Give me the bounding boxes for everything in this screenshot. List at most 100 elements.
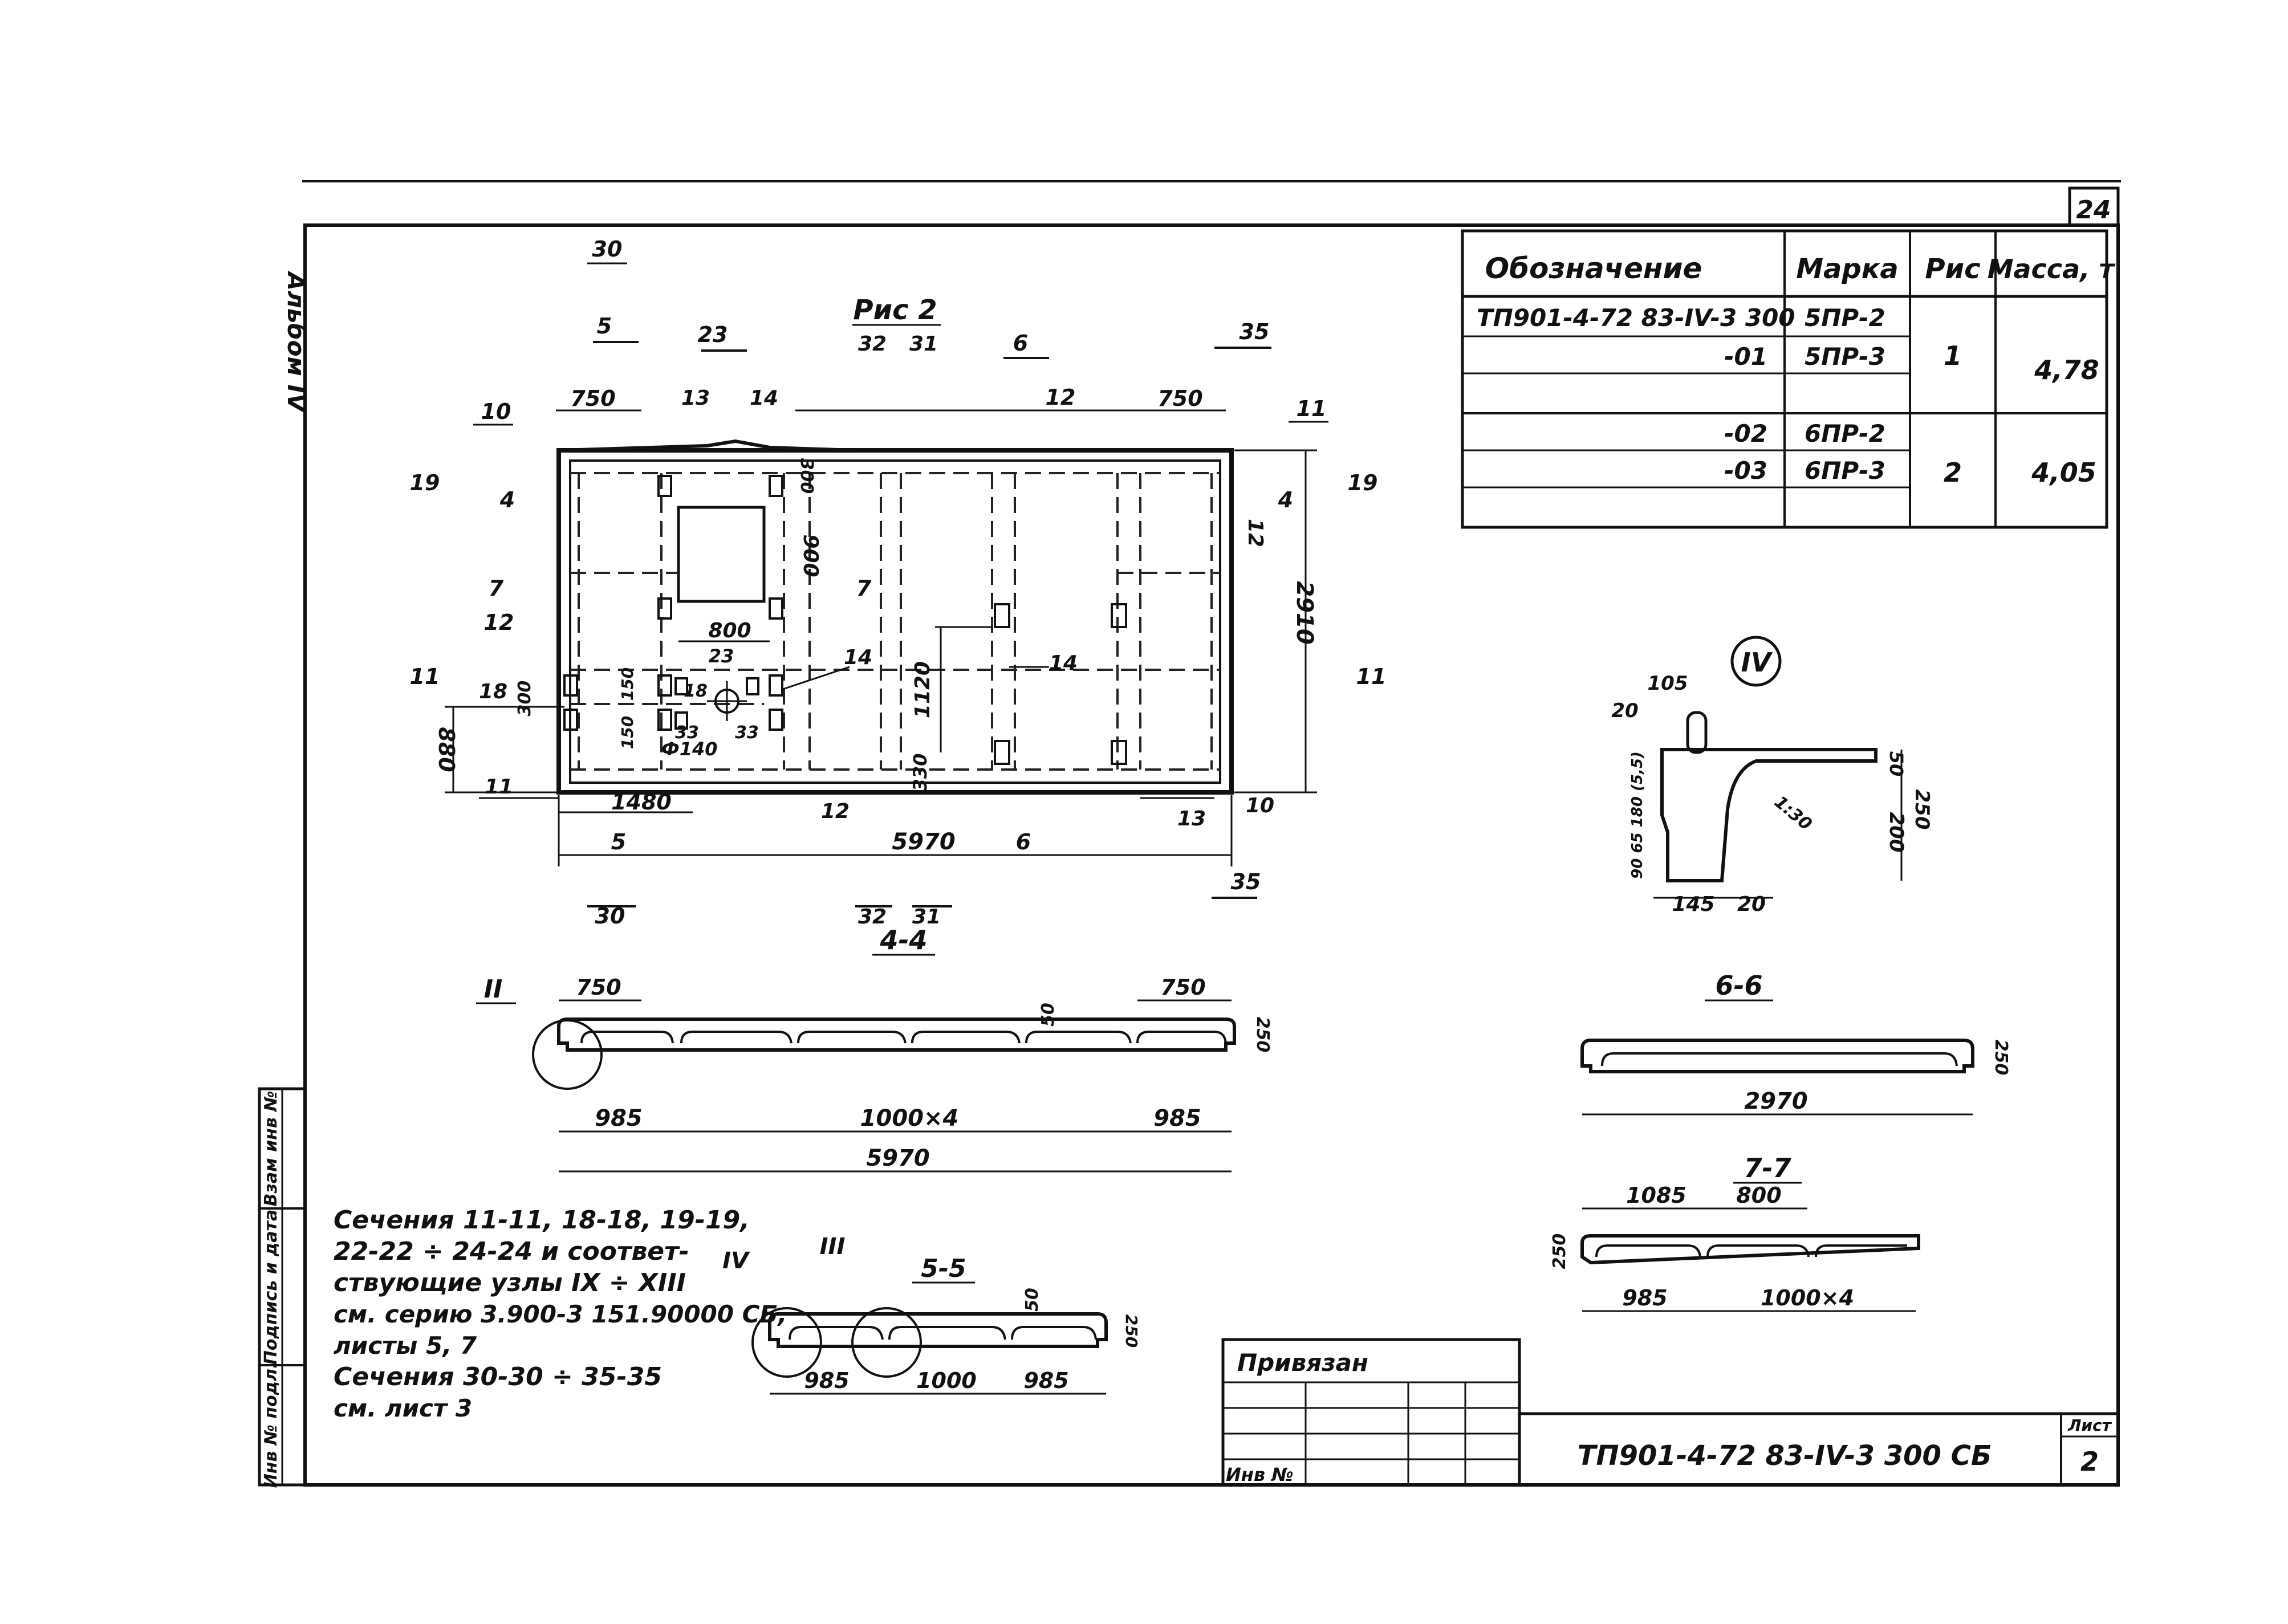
section-5-5-dim-middle: 1000: [916, 1368, 977, 1393]
note-line-3: ствующие узлы IX ÷ XIII: [334, 1268, 686, 1297]
node-IV-label: IV: [1741, 647, 1773, 678]
section-4-4-dim-right-top: 750: [1160, 975, 1205, 1000]
cut-31-top: 31: [909, 332, 938, 356]
spec-header-mark: Марка: [1796, 253, 1898, 285]
section-5-5-title: 5-5: [921, 1254, 966, 1283]
cut-19-right: 19: [1348, 470, 1378, 495]
spec-group-2-fig: 2: [1944, 457, 1962, 488]
plan-title: Рис 2: [853, 294, 937, 326]
section-7-7-dim-middle: 1000×4: [1761, 1285, 1854, 1310]
sheet-label: Лист: [2067, 1416, 2112, 1435]
section-6-6-dim-width: 2970: [1744, 1088, 1807, 1114]
spec-header-mass: Масса, т: [1988, 254, 2116, 284]
spec-row-1-designation: ТП901-4-72 83-IV-3 300: [1477, 304, 1795, 332]
cut-11-right: 11: [1356, 664, 1387, 689]
callout-11-top: 11: [1297, 396, 1327, 421]
callout-23: 23: [709, 645, 734, 667]
callout-12-bottom: 12: [821, 800, 850, 823]
section-4-4-node: II: [484, 975, 503, 1004]
plan-dim-150a: 150: [618, 667, 637, 701]
plan-view: Рис 2: [410, 237, 1387, 929]
node-dim-145: 145: [1672, 893, 1714, 916]
section-4-4-dim-middle: 1000×4: [860, 1105, 959, 1131]
callout-13-top: 13: [681, 386, 710, 410]
spec-row-4-mark: 6ПР-3: [1805, 457, 1885, 485]
spec-row-1-mark: 5ПР-2: [1805, 304, 1885, 332]
callout-14-top: 14: [750, 386, 778, 410]
section-4-4-dim-right: 985: [1153, 1105, 1201, 1131]
plan-dim-300a: 300: [515, 681, 535, 717]
section-4-4: 4-4 II 750 750 50 250 985 1000×4 985 597…: [476, 925, 1273, 1173]
plan-dim-length: 5970: [892, 829, 955, 855]
plan-dim-1120: 1120: [911, 661, 934, 718]
cut-11-left: 11: [410, 664, 440, 689]
callout-33-right: 33: [735, 723, 759, 743]
section-7-7-dim-left: 985: [1622, 1285, 1667, 1310]
plan-dim-300b: 300: [796, 458, 816, 494]
note-line-6: Сечения 30-30 ÷ 35-35: [334, 1362, 662, 1391]
plan-dim-end-right: 750: [1157, 386, 1202, 411]
section-6-6-title: 6-6: [1715, 970, 1762, 1001]
callout-33-left: 33: [675, 723, 699, 743]
spec-group-1-mass: 4,78: [2034, 355, 2099, 385]
cut-18: 18: [479, 680, 507, 703]
node-dim-105: 105: [1648, 672, 1688, 695]
plan-dim-150b: 150: [618, 716, 637, 749]
stamp-signature-date: Подпись и дата: [261, 1210, 281, 1365]
section-5-5: 5-5 IV III 50 250 985 1000 985: [722, 1234, 1141, 1395]
callout-12-left: 12: [484, 610, 514, 635]
cut-35-bottom: 35: [1231, 869, 1261, 894]
cut-7-left: 7: [489, 576, 504, 601]
spec-group-1-fig: 1: [1944, 340, 1962, 371]
note-line-2: 22-22 ÷ 24-24 и соответ-: [334, 1237, 689, 1266]
plan-dim-left-offset: 1480: [611, 789, 672, 815]
inv-label: Инв №: [1226, 1464, 1294, 1485]
callout-10-top: 10: [481, 399, 511, 424]
binding-label: Привязан: [1237, 1349, 1368, 1377]
callout-12-right: 12: [1243, 519, 1267, 547]
section-5-5-dim-height: 250: [1122, 1314, 1141, 1348]
plan-dim-width: 2910: [1291, 581, 1318, 644]
cut-23-top: 23: [698, 322, 728, 347]
callout-13-bottom: 13: [1177, 807, 1206, 831]
node-dim-20a: 20: [1611, 699, 1638, 722]
section-7-7: 7-7 1085 800 250 985 1000×4: [1550, 1153, 1920, 1312]
node-dim-50: 50: [1885, 751, 1907, 777]
plan-dim-bottom-offset: 880: [434, 727, 459, 772]
spec-row-3-designation: -02: [1724, 420, 1767, 447]
section-6-6: 6-6 250 2970: [1580, 970, 2011, 1116]
section-5-5-dim-right: 985: [1023, 1368, 1068, 1393]
cut-30-bottom: 30: [595, 903, 625, 929]
spec-group-2-mass: 4,05: [2031, 457, 2096, 488]
title-block: Привязан Инв № Лист 2 ТП901-4-72 83-IV-3…: [1221, 1338, 2118, 1487]
stamp-replace-inv: Взам инв №: [261, 1091, 281, 1207]
cut-4-right: 4: [1278, 487, 1293, 512]
section-7-7-title: 7-7: [1744, 1153, 1791, 1183]
section-5-5-profile: [768, 1312, 1108, 1348]
cut-19-left: 19: [410, 470, 440, 495]
cut-7-right: 7: [856, 576, 872, 601]
callout-10-bottom: 10: [1246, 794, 1274, 817]
spec-header-designation: Обозначение: [1485, 252, 1702, 285]
plan-dim-end-left: 750: [570, 386, 615, 411]
stamp-inv-podl: Инв № подл.: [261, 1362, 281, 1488]
section-5-5-node-IV: IV: [722, 1248, 750, 1274]
spec-table: Обозначение Марка Рис Масса, т ТП901-4-7…: [1461, 229, 2116, 529]
cut-35-top: 35: [1239, 319, 1270, 344]
cut-5-top: 5: [597, 314, 612, 339]
spec-row-2-designation: -01: [1724, 343, 1767, 371]
cut-6-bottom: 6: [1016, 829, 1031, 854]
section-7-7-dim-top-right: 800: [1736, 1183, 1781, 1208]
section-5-5-dim-left: 985: [804, 1368, 849, 1393]
plan-dim-opening-height: 900: [799, 534, 822, 577]
cut-32-top: 32: [858, 332, 887, 356]
section-7-7-profile: [1580, 1234, 1920, 1265]
section-4-4-profile: [557, 1017, 1236, 1052]
spec-row-2-mark: 5ПР-3: [1805, 343, 1885, 371]
sheet-number: 2: [2080, 1446, 2099, 1477]
cut-5-bottom: 5: [611, 829, 626, 854]
sheet-frame: 24: [302, 180, 2121, 1487]
spec-row-4-designation: -03: [1724, 457, 1767, 485]
callout-12-top: 12: [1046, 385, 1076, 410]
